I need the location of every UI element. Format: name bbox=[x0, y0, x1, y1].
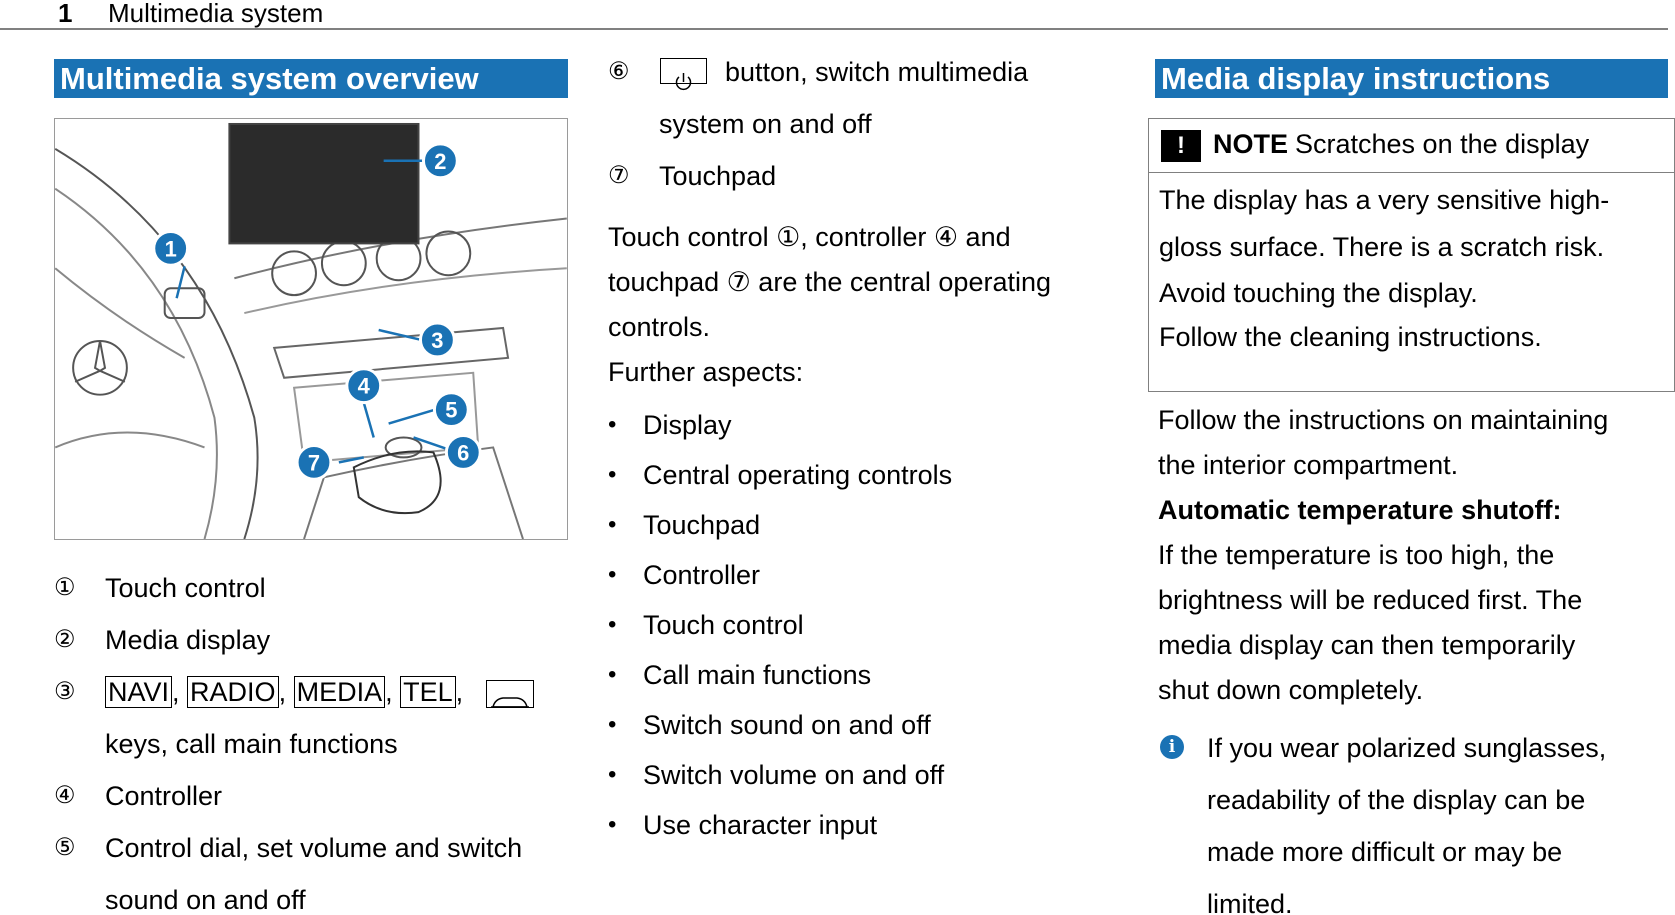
legend-item-3-cont: keys, call main functions bbox=[105, 729, 398, 759]
page-header: 1 Multimedia system bbox=[0, 0, 1668, 30]
note-body: The display has a very sensitive high- g… bbox=[1159, 185, 1610, 352]
callout-1: 1 bbox=[152, 229, 190, 267]
legend-item-5-cont: sound on and off bbox=[105, 885, 306, 915]
info-icon: i bbox=[1160, 735, 1184, 759]
air-vent bbox=[320, 240, 367, 287]
legend-item-1: ① Touch control bbox=[54, 573, 266, 603]
media-display-title: Media display instructions bbox=[1155, 59, 1668, 98]
callout-3: 3 bbox=[418, 321, 456, 359]
touchpad bbox=[352, 450, 442, 515]
svg-text:2: 2 bbox=[434, 149, 446, 174]
auto-shutoff-heading: Automatic temperature shutoff: bbox=[1158, 495, 1562, 525]
central-controls-paragraph: Touch control ①, controller ④ and touchp… bbox=[608, 215, 1108, 395]
callout-5: 5 bbox=[432, 391, 470, 429]
page-number: 1 bbox=[58, 0, 73, 28]
callout-4: 4 bbox=[345, 367, 383, 405]
legend-item-2: ② Media display bbox=[54, 625, 271, 655]
further-aspects-label: Further aspects: bbox=[608, 357, 804, 387]
steering-wheel-rim bbox=[55, 148, 259, 539]
svg-text:7: 7 bbox=[308, 450, 320, 475]
page-section-title: Multimedia system bbox=[108, 0, 324, 28]
overview-title: Multimedia system overview bbox=[54, 59, 568, 98]
power-icon bbox=[660, 58, 707, 91]
navi-key: NAVI bbox=[105, 676, 173, 708]
svg-text:5: 5 bbox=[445, 398, 457, 423]
legend-item-6-cont: system on and off bbox=[659, 109, 872, 139]
legend-item-6: ⑥ button, switch multimedia bbox=[608, 46, 1098, 98]
dashboard-illustration: 2 1 3 4 5 6 7 bbox=[54, 118, 568, 540]
steering-wheel-buttons bbox=[163, 287, 206, 320]
svg-text:4: 4 bbox=[358, 374, 371, 399]
controller-knob bbox=[384, 436, 423, 459]
info-note: If you wear polarized sunglasses, readab… bbox=[1207, 733, 1607, 915]
note-box: ! NOTE Scratches on the display The disp… bbox=[1148, 118, 1675, 392]
callout-2: 2 bbox=[421, 142, 459, 180]
note-label: NOTE bbox=[1213, 129, 1289, 159]
callout-7: 7 bbox=[295, 443, 333, 481]
warning-icon: ! bbox=[1161, 130, 1201, 162]
svg-text:6: 6 bbox=[457, 440, 469, 465]
legend-item-7: ⑦ Touchpad bbox=[608, 161, 777, 191]
car-icon bbox=[485, 679, 534, 708]
dashboard-drawing: 2 1 3 4 5 6 7 bbox=[55, 122, 567, 539]
legend-item-3: ③ NAVI, RADIO, MEDIA, TEL, bbox=[54, 666, 568, 718]
media-display-screen bbox=[228, 122, 420, 245]
air-vent bbox=[271, 250, 317, 297]
air-vent bbox=[425, 230, 472, 277]
maintenance-paragraph: Follow the instructions on maintaining t… bbox=[1158, 398, 1668, 713]
radio-panel bbox=[272, 326, 510, 379]
note-header: ! NOTE Scratches on the display bbox=[1149, 119, 1674, 173]
media-key: MEDIA bbox=[293, 676, 386, 708]
svg-text:1: 1 bbox=[165, 236, 177, 261]
radio-key: RADIO bbox=[187, 676, 279, 708]
tel-key: TEL bbox=[400, 676, 456, 708]
legend-item-5: ⑤ Control dial, set volume and switch bbox=[54, 833, 523, 863]
note-title: Scratches on the display bbox=[1295, 129, 1590, 159]
legend-item-4: ④ Controller bbox=[54, 781, 223, 811]
star-logo bbox=[72, 339, 128, 396]
svg-text:3: 3 bbox=[431, 328, 443, 353]
callout-6: 6 bbox=[444, 434, 482, 471]
